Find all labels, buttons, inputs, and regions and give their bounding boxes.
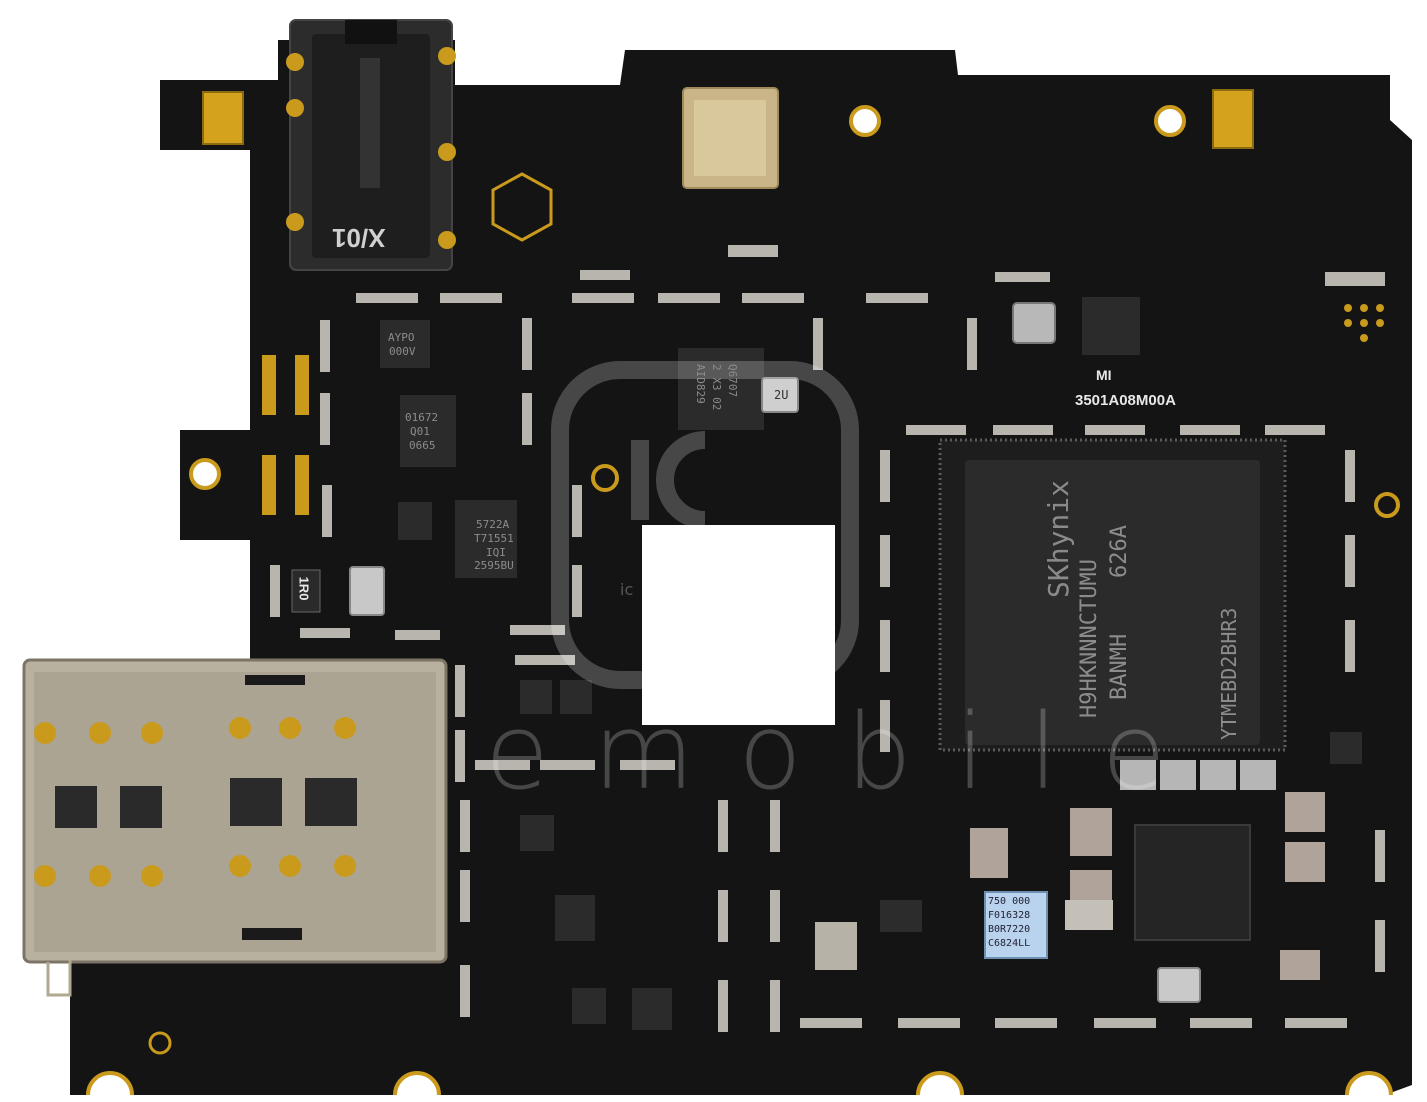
ic-q6707-line3: AID829 bbox=[694, 364, 707, 404]
mount-hole bbox=[1154, 105, 1186, 137]
ic-q6707-line2: 2 X3 02 bbox=[710, 364, 723, 411]
ic-5722a bbox=[455, 500, 517, 578]
hexagon-outline-icon bbox=[491, 172, 553, 242]
capacitor bbox=[1200, 760, 1236, 790]
ic-small bbox=[398, 502, 432, 540]
ic-small bbox=[560, 680, 592, 714]
ic-small bbox=[632, 988, 672, 1030]
mount-hole-edge bbox=[916, 1071, 964, 1096]
brand-mark: MI bbox=[1096, 367, 1112, 383]
ic-01672-line1: 01672 bbox=[405, 411, 439, 424]
ic-right bbox=[1082, 297, 1140, 355]
inductor-1r0 bbox=[291, 569, 321, 613]
ic-aypo-line1: AYPO bbox=[388, 331, 415, 344]
ic-small bbox=[555, 895, 595, 941]
capacitor bbox=[1070, 808, 1112, 856]
capacitor bbox=[815, 922, 857, 970]
capacitor bbox=[1285, 842, 1325, 882]
sim-tray-holes bbox=[34, 717, 356, 887]
pmic-line: B0R7220 bbox=[988, 924, 1031, 935]
ic-aypo-line2: 000V bbox=[389, 345, 416, 358]
gold-pad-pairs bbox=[262, 355, 309, 515]
mount-hole bbox=[148, 1031, 172, 1055]
capacitor bbox=[1070, 870, 1112, 900]
inductor-label: 1R0 bbox=[296, 576, 312, 601]
gold-microphone bbox=[202, 91, 244, 145]
crystal bbox=[349, 566, 385, 616]
capacitor bbox=[1280, 950, 1320, 980]
capacitor bbox=[1120, 760, 1156, 790]
crystal bbox=[1157, 967, 1201, 1003]
ic-01672-line3: 0665 bbox=[409, 439, 436, 452]
pmic-label-text: 750 000 F016328 B0R7220 C6824LL bbox=[988, 895, 1030, 951]
pmic-line: F016328 bbox=[988, 910, 1031, 921]
ic-q6707-line1: Q6707 bbox=[726, 364, 739, 398]
mount-hole bbox=[591, 464, 619, 492]
mount-hole-edge bbox=[393, 1071, 441, 1096]
pmic-chip-small bbox=[880, 900, 922, 932]
mount-hole bbox=[1374, 492, 1400, 518]
ic-small bbox=[520, 815, 554, 851]
gold-microphone bbox=[1212, 89, 1254, 149]
pmic-line: C6824LL bbox=[988, 938, 1031, 949]
pmic-line: 750 000 bbox=[988, 896, 1031, 907]
mount-hole bbox=[189, 458, 221, 490]
ic-aypo bbox=[380, 320, 430, 368]
ic-small bbox=[572, 988, 606, 1024]
ic-q6707 bbox=[678, 348, 764, 430]
board-code: 3501A08M00A bbox=[1075, 392, 1176, 409]
mount-hole-edge bbox=[1345, 1071, 1393, 1096]
ic-small bbox=[1330, 732, 1362, 764]
watermark-text: emobile bbox=[485, 691, 1210, 813]
capacitor bbox=[1285, 792, 1325, 832]
ic-small bbox=[520, 680, 552, 714]
capacitor bbox=[1160, 760, 1196, 790]
logo-watermark-icon bbox=[551, 361, 859, 689]
capacitor bbox=[1065, 900, 1113, 930]
mount-hole bbox=[849, 105, 881, 137]
ic-5722a-line3: IQI bbox=[486, 546, 506, 559]
center-cutout bbox=[642, 525, 835, 725]
capacitor bbox=[970, 828, 1008, 878]
crystal bbox=[761, 377, 799, 413]
memory-chip bbox=[965, 460, 1260, 745]
memory-brand: SKhynix bbox=[1042, 479, 1075, 598]
ic-5722a-line2: T71551 bbox=[474, 532, 514, 545]
watermark-small-text: ic bbox=[620, 580, 634, 599]
ic-01672 bbox=[400, 395, 456, 467]
ic-5722a-line4: 2595BU bbox=[474, 559, 514, 572]
capacitor bbox=[1240, 760, 1276, 790]
pmic-chip bbox=[1134, 824, 1251, 941]
ic-01672-line2: Q01 bbox=[410, 425, 430, 438]
mount-hole-edge bbox=[86, 1071, 134, 1096]
sim-tray-pads bbox=[55, 778, 357, 828]
pad-strips bbox=[270, 245, 1385, 1032]
pmic-label bbox=[984, 891, 1048, 959]
audio-jack-label: X/01 bbox=[332, 223, 386, 253]
memory-code: 626A bbox=[1107, 525, 1132, 578]
ic-5722a-line1: 5722A bbox=[476, 518, 510, 531]
crystal-label: 2U bbox=[774, 388, 789, 402]
crystal bbox=[1012, 302, 1056, 344]
